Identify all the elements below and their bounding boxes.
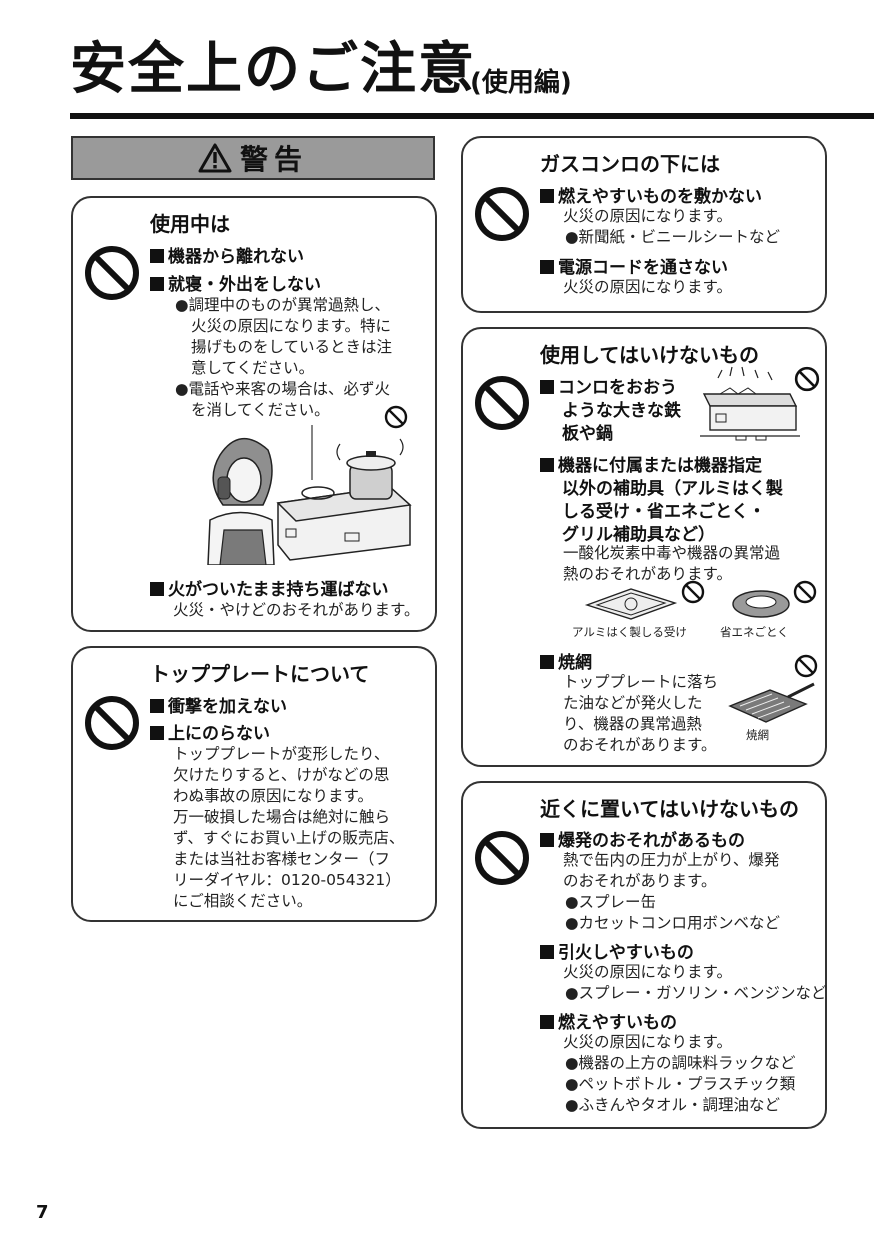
phone-call-illustration (207, 425, 412, 565)
square-bullet-icon (540, 833, 554, 847)
prohibition-icon (85, 696, 139, 750)
text-line: わぬ事故の原因になります。 (173, 787, 373, 805)
section-title: 使用してはいけないもの (540, 343, 759, 367)
warning-label: 警告 (239, 143, 308, 176)
prohibition-small-icon (384, 405, 408, 429)
warning-banner: 警告 (71, 136, 435, 180)
heading-explosive: 爆発のおそれがあるもの (540, 826, 745, 851)
text-line: を消してください。 (191, 401, 330, 419)
section-top-plate (71, 646, 437, 922)
square-bullet-icon (150, 699, 164, 713)
square-bullet-icon (540, 655, 554, 669)
prohibition-icon (85, 246, 139, 300)
heading-line: グリル補助具など） (562, 525, 715, 545)
text-line: リーダイヤル：0120-054321） (173, 871, 401, 889)
text-line: または当社お客様センター（フ (173, 850, 391, 868)
text-line: ●機器の上方の調味料ラックなど (565, 1054, 796, 1072)
text-line: にご相談ください。 (173, 892, 313, 910)
prohibition-icon (475, 187, 529, 241)
section-title: 近くに置いてはいけないもの (540, 797, 799, 821)
heading-no-carry: 火がついたまま持ち運ばない (150, 575, 389, 600)
text-line: 揚げものをしているときは注 (191, 338, 393, 356)
text-line: 欠けたりすると、けがなどの思 (173, 766, 390, 784)
text-line: ●カセットコンロ用ボンベなど (565, 914, 781, 932)
caption-foil-tray: アルミはく製しる受け (572, 625, 687, 639)
text-line: 意してください。 (191, 359, 315, 377)
square-bullet-icon (150, 726, 164, 740)
heading-no-sleep: 就寝・外出をしない (150, 270, 321, 295)
square-bullet-icon (540, 260, 554, 274)
section-title: トッププレートについて (150, 662, 370, 686)
square-bullet-icon (150, 277, 164, 291)
caption-grill-net: 焼網 (746, 728, 769, 742)
heading-no-flammables-under: 燃えやすいものを敷かない (540, 182, 762, 207)
section-title: ガスコンロの下には (540, 152, 720, 176)
heading-no-impact: 衝撃を加えない (150, 692, 287, 717)
text-line: トッププレートが変形したり、 (173, 745, 390, 763)
prohibition-small-icon (681, 580, 705, 604)
square-bullet-icon (150, 582, 164, 596)
heading-stay-near: 機器から離れない (150, 242, 304, 267)
prohibition-small-icon (793, 580, 817, 604)
text-line: 万一破損した場合は絶対に触ら (173, 808, 391, 826)
heading-line: 以外の補助具（アルミはく製 (562, 479, 783, 499)
text-line: た油などが発火した (563, 694, 703, 712)
text-line: 一酸化炭素中毒や機器の異常過 (563, 544, 781, 562)
heading-no-unapproved-accessories: 機器に付属または機器指定 (540, 451, 762, 476)
text-line: 火災の原因になります。特に (191, 317, 391, 335)
heading-grill-net: 焼網 (540, 648, 592, 673)
prohibition-icon (475, 376, 529, 430)
foil-tray-illustration (584, 588, 678, 620)
square-bullet-icon (540, 189, 554, 203)
text-line: ●電話や来客の場合は、必ず火 (175, 380, 391, 398)
text-line: 火災の原因になります。 (563, 963, 732, 981)
heading-ignitable: 引火しやすいもの (540, 938, 694, 963)
section-title: 使用中は (150, 212, 230, 236)
heading-no-standing: 上にのらない (150, 719, 270, 744)
heading-no-large-plate: コンロをおおう (540, 373, 677, 398)
text-line: トッププレートに落ち (563, 673, 719, 691)
prohibition-small-icon (794, 366, 820, 392)
text-line: 火災の原因になります。 (563, 207, 732, 225)
text-line: のおそれがあります。 (563, 736, 717, 754)
text-line: ●調理中のものが異常過熱し、 (175, 296, 391, 314)
page-number: 7 (36, 1202, 49, 1223)
prohibition-small-icon (794, 654, 818, 678)
heading-line: しる受け・省エネごとく・ (562, 502, 766, 522)
section-do-not-place-nearby (461, 781, 827, 1129)
text-line: 火災の原因になります。 (563, 278, 732, 296)
covered-stove-illustration (700, 366, 800, 441)
text-line: 熱で缶内の圧力が上がり、爆発 (563, 851, 780, 869)
grill-net-illustration (728, 682, 815, 723)
heading-flammable: 燃えやすいもの (540, 1008, 677, 1033)
text-line: ●スプレー・ガソリン・ベンジンなど (565, 984, 827, 1002)
heading-line: ような大きな鉄 (562, 401, 681, 421)
text-line: 熱のおそれがあります。 (563, 565, 732, 583)
page-subtitle: (使用編) (470, 68, 572, 98)
title-rule (70, 113, 874, 119)
text-line: ●新聞紙・ビニールシートなど (565, 228, 781, 246)
heading-line: 板や鍋 (562, 424, 613, 444)
caption-eco-trivet: 省エネごとく (720, 625, 789, 639)
warning-triangle-icon (198, 143, 232, 173)
text-line: 火災・やけどのおそれがあります。 (173, 601, 420, 619)
page-title: 安全上のご注意 (70, 37, 476, 102)
square-bullet-icon (540, 380, 554, 394)
square-bullet-icon (540, 458, 554, 472)
text-line: ●スプレー缶 (565, 893, 657, 911)
text-line: ●ふきんやタオル・調理油など (565, 1096, 781, 1114)
text-line: ず、すぐにお買い上げの販売店、 (173, 829, 405, 847)
text-line: り、機器の異常過熱 (563, 715, 702, 733)
square-bullet-icon (540, 945, 554, 959)
text-line: ●ペットボトル・プラスチック類 (565, 1075, 796, 1093)
square-bullet-icon (150, 249, 164, 263)
text-line: 火災の原因になります。 (563, 1033, 732, 1051)
section-while-in-use (71, 196, 437, 632)
text-line: のおそれがあります。 (563, 872, 717, 890)
eco-trivet-illustration (732, 590, 790, 618)
square-bullet-icon (540, 1015, 554, 1029)
prohibition-icon (475, 831, 529, 885)
heading-no-cord: 電源コードを通さない (540, 253, 728, 278)
